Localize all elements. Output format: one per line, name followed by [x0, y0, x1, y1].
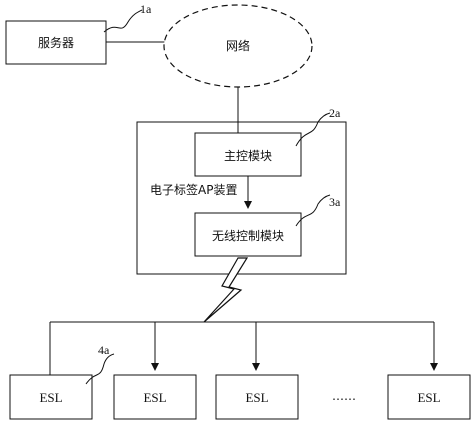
main-control-node: 主控模块: [194, 132, 302, 177]
wireless-control-label: 无线控制模块: [212, 229, 284, 243]
tag-3a: 3a: [329, 195, 341, 209]
esl-ellipsis: ……: [332, 389, 356, 403]
tag-4a: 4a: [98, 343, 110, 357]
ap-device-box: [136, 121, 347, 275]
esl-node-2: ESL: [113, 374, 197, 420]
server-label: 服务器: [38, 35, 74, 50]
esl-node-3: ESL: [215, 374, 299, 420]
tag-leader-4a: [85, 353, 115, 385]
server-node: 服务器: [5, 20, 107, 65]
network-label: 网络: [226, 38, 250, 53]
ap-device-label: 电子标签AP装置: [150, 182, 237, 197]
esl-label: ESL: [417, 390, 440, 405]
esl-label: ESL: [143, 390, 166, 405]
esl-node-1: ESL: [9, 374, 93, 420]
tag-1a: 1a: [140, 2, 152, 16]
esl-node-4: ESL: [387, 374, 471, 420]
main-control-label: 主控模块: [224, 149, 272, 163]
tag-leader-3a: [295, 194, 331, 227]
tag-leader-2a: [295, 112, 331, 147]
tag-2a: 2a: [329, 106, 341, 120]
esl-label: ESL: [245, 390, 268, 405]
wireless-control-node: 无线控制模块: [194, 212, 302, 257]
esl-label: ESL: [39, 390, 62, 405]
network-node: 网络: [163, 4, 313, 88]
wireless-signal-icon: [203, 257, 249, 323]
tag-leader-1a: [103, 9, 143, 33]
